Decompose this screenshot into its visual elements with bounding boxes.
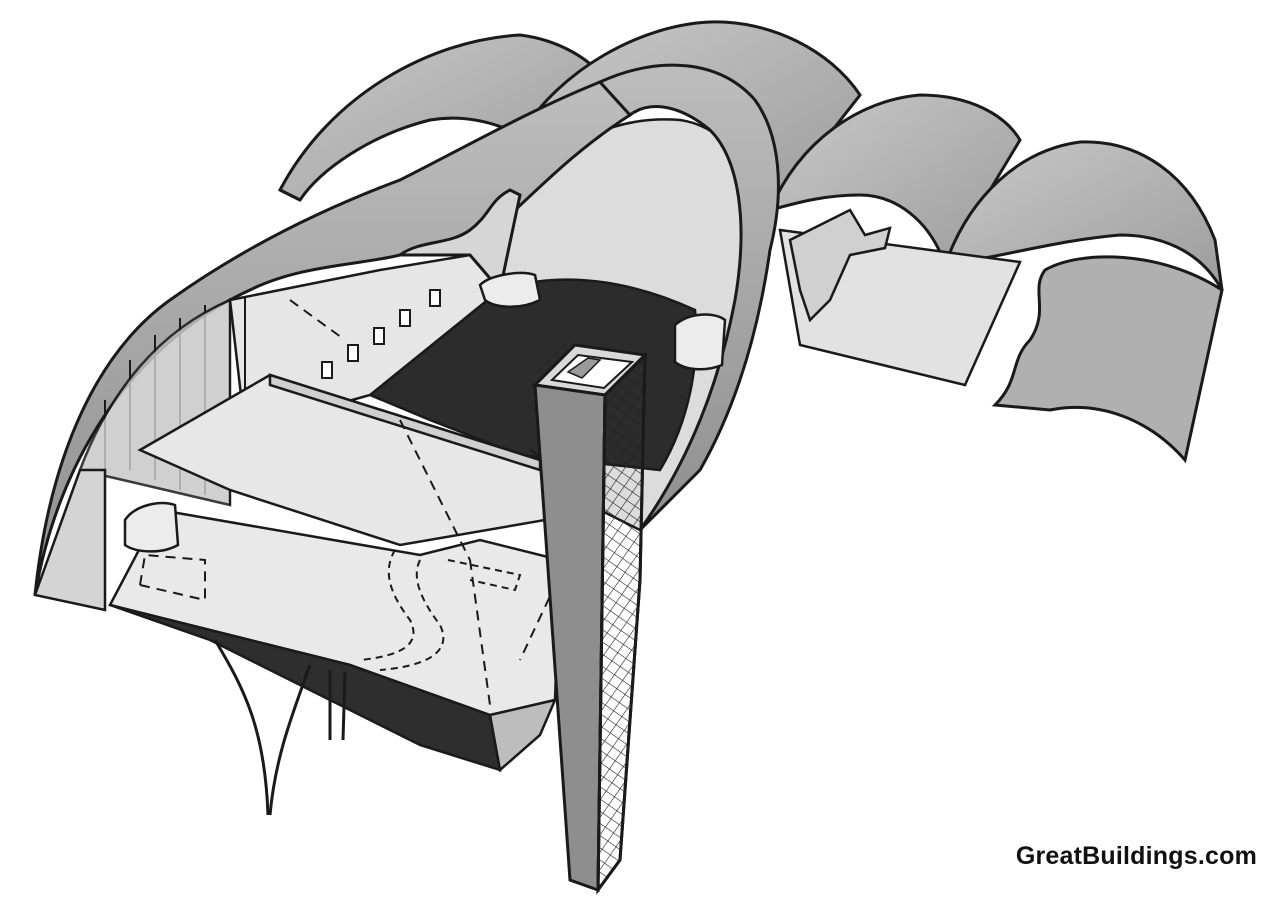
chimney-column — [531, 343, 649, 895]
window-4 — [399, 309, 411, 327]
window-1 — [321, 361, 333, 379]
balcony-upper — [478, 271, 542, 308]
window-row — [321, 289, 441, 379]
window-5 — [429, 289, 441, 307]
window-2 — [347, 344, 359, 362]
balcony-right — [673, 313, 727, 371]
support-legs — [213, 639, 347, 816]
right-wing-floor — [778, 208, 1022, 387]
balcony-left — [123, 501, 180, 553]
spiral-stair — [359, 549, 522, 671]
back-vault-right-1 — [767, 93, 1022, 269]
lower-floor-slab — [108, 508, 562, 773]
back-vault-right-2 — [942, 140, 1224, 464]
watermark: GreatBuildings.com — [1015, 842, 1257, 870]
window-3 — [373, 327, 385, 345]
curved-balconies — [123, 271, 727, 553]
